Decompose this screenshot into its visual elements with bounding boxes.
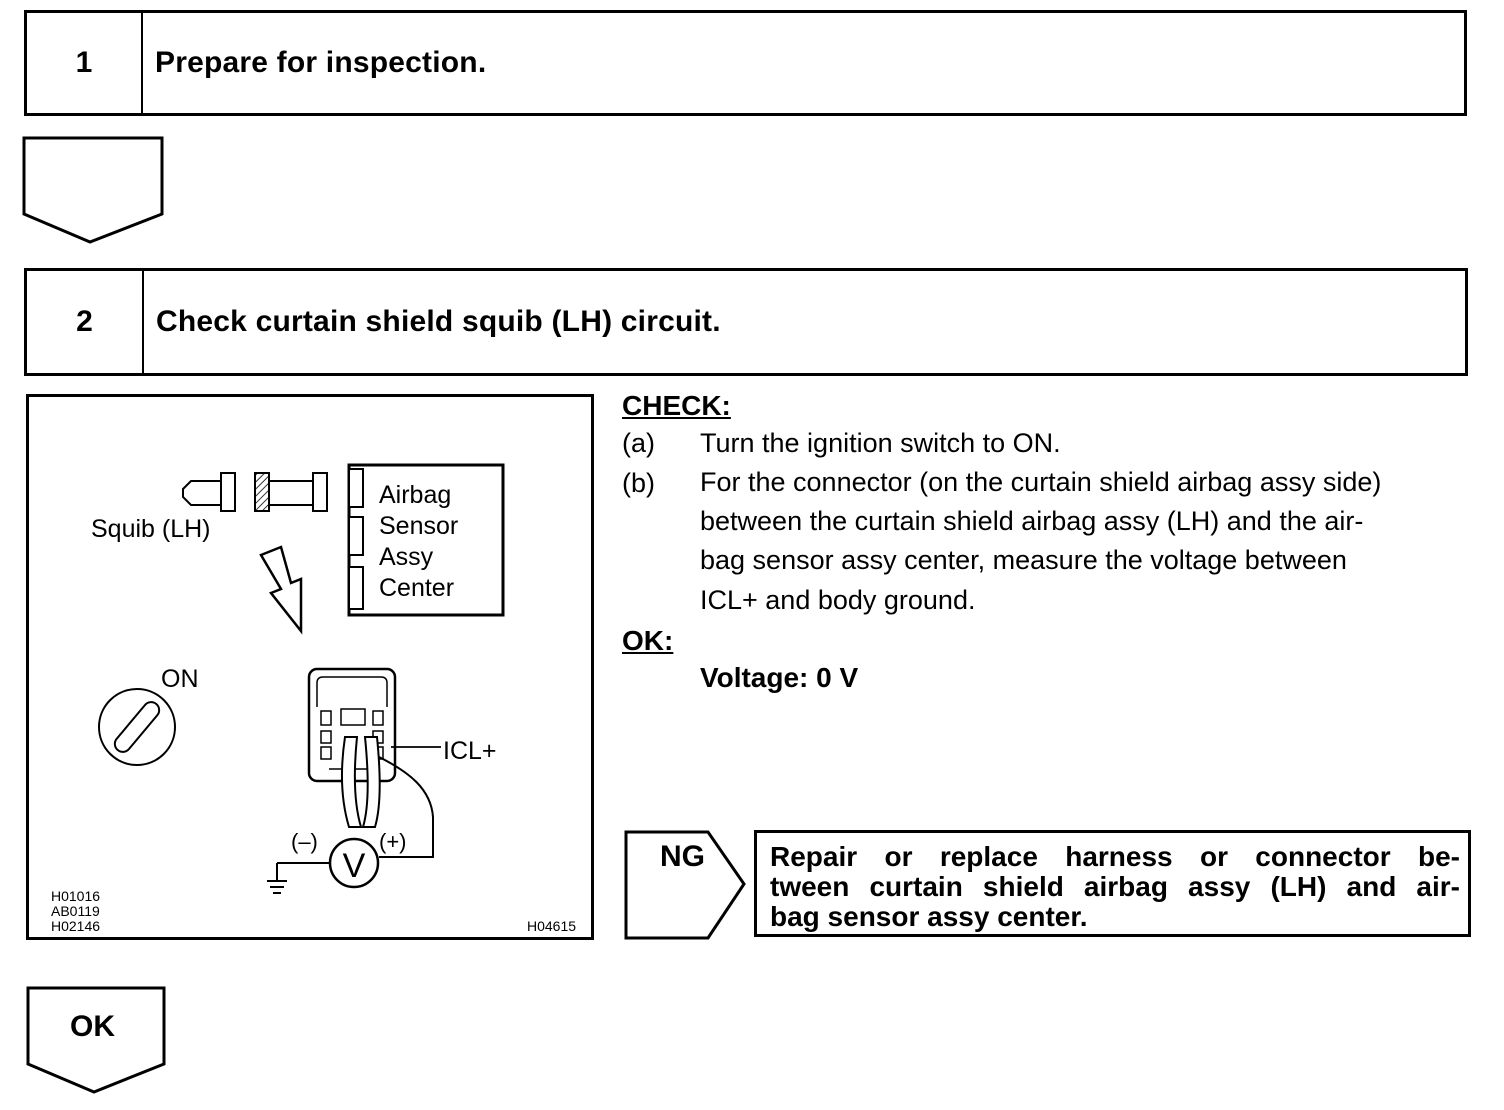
- check-item-a-text: Turn the ignition switch to ON.: [700, 428, 1061, 458]
- step-2-box: 2 Check curtain shield squib (LH) circui…: [24, 268, 1468, 376]
- check-heading: CHECK:: [622, 390, 731, 421]
- ok-spec: Voltage: 0 V: [700, 662, 859, 693]
- step-2-title: Check curtain shield squib (LH) circuit.: [156, 305, 721, 338]
- figure-code-2: AB0119: [51, 903, 100, 919]
- check-item-a-letter: (a): [622, 428, 655, 458]
- meter-symbol: V: [343, 847, 366, 885]
- ng-result-box: Repair or replace harness or connector b…: [754, 830, 1471, 937]
- down-arrow-icon: [259, 545, 303, 635]
- harness-connector-icon: [254, 472, 328, 512]
- plus-label: (+): [379, 829, 407, 854]
- ok-arrow: [26, 986, 166, 1094]
- step-1-box: 1 Prepare for inspection.: [24, 10, 1467, 116]
- check-item-b-line-4: ICL+ and body ground.: [700, 585, 976, 615]
- sensor-label-line-2: Sensor: [379, 512, 458, 540]
- check-item-b-letter: (b): [622, 468, 655, 498]
- sensor-label-line-1: Airbag: [379, 481, 451, 509]
- figure-code-main: H04615: [527, 918, 576, 934]
- ng-result-line-3: bag sensor assy center.: [770, 901, 1088, 932]
- step-1-number: 1: [27, 13, 143, 113]
- ignition-on-label: ON: [161, 665, 199, 693]
- step-1-title: Prepare for inspection.: [155, 46, 487, 79]
- sensor-label-line-4: Center: [379, 574, 454, 602]
- voltmeter-icon: V: [267, 837, 380, 894]
- figure-code-1: H01016: [51, 888, 100, 904]
- figure-drawing: V Squib (LH) Airbag Sensor Assy Center O…: [51, 463, 576, 934]
- squib-label: Squib (LH): [91, 515, 211, 543]
- check-item-b-line-3: bag sensor assy center, measure the volt…: [700, 545, 1347, 575]
- step-2-number: 2: [27, 271, 144, 373]
- check-item-b-line-1: For the connector (on the curtain shield…: [700, 467, 1382, 497]
- ng-result-line-2: tween curtain shield airbag assy (LH) an…: [770, 871, 1460, 902]
- meter-probes: [341, 736, 441, 858]
- ok-label: OK: [70, 1010, 115, 1043]
- flow-arrow-1: [22, 136, 164, 244]
- figure-code-3: H02146: [51, 918, 100, 934]
- ignition-key-icon: [98, 688, 176, 766]
- ng-label: NG: [660, 840, 705, 873]
- ng-result-line-1: Repair or replace harness or connector b…: [770, 841, 1460, 872]
- squib-connector-icon: [182, 472, 236, 512]
- ng-arrow: [624, 830, 746, 940]
- terminal-label: ICL+: [443, 737, 497, 765]
- inspection-figure: V Squib (LH) Airbag Sensor Assy Center O…: [26, 394, 594, 940]
- ok-heading: OK:: [622, 625, 674, 656]
- check-item-b-line-2: between the curtain shield airbag assy (…: [700, 506, 1364, 536]
- sensor-label-line-3: Assy: [379, 543, 434, 571]
- minus-label: (–): [291, 829, 318, 854]
- airbag-sensor-box: [347, 463, 505, 617]
